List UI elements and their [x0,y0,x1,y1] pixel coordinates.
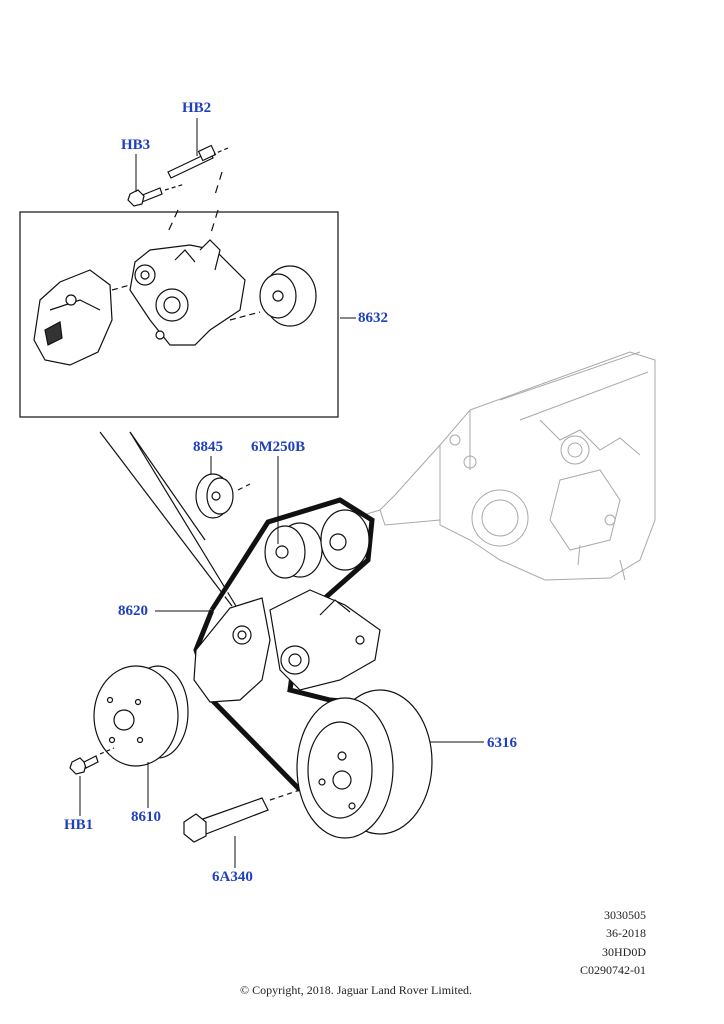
callout-6m250b[interactable]: 6M250B [251,439,306,455]
damper-pulley-6316 [296,689,433,839]
tensioner-arm-detail [33,269,131,366]
cap-8845 [195,473,251,519]
callout-leaders [79,118,484,868]
ref-code: 3030505 [604,908,646,922]
copyright-notice: © Copyright, 2018. Jaguar Land Rover Lim… [239,983,473,997]
callout-hb3[interactable]: HB3 [121,137,151,153]
callout-hb2[interactable]: HB2 [182,100,212,116]
detail-leader-lines [99,431,237,607]
engine-block-ghost [329,351,656,581]
crank-bolt-6a340 [183,789,301,843]
hb2-bolt [167,144,229,179]
callout-8610[interactable]: 8610 [131,809,161,825]
idler-pulley-detail [229,265,317,327]
callout-6316[interactable]: 6316 [487,735,517,751]
idler-pulley-6m250b [264,509,370,579]
callout-8845[interactable]: 8845 [193,439,223,455]
hb3-bolt [127,183,186,207]
pulley-8610 [93,665,189,767]
detail-dash-lines [167,171,223,237]
callout-8632[interactable]: 8632 [358,310,388,326]
callout-6a340[interactable]: 6A340 [212,869,253,885]
ref-model: 30HD0D [602,945,646,959]
ref-illustration-id: C0290742-01 [580,963,646,977]
callout-hb1[interactable]: HB1 [64,817,94,833]
hb1-bolt [69,747,115,775]
bracket-pump-detail [129,239,246,346]
tensioner-assembly [193,589,381,703]
ref-date: 36-2018 [606,926,646,940]
tensioner-detail-box [19,211,339,418]
callout-8620[interactable]: 8620 [118,603,148,619]
